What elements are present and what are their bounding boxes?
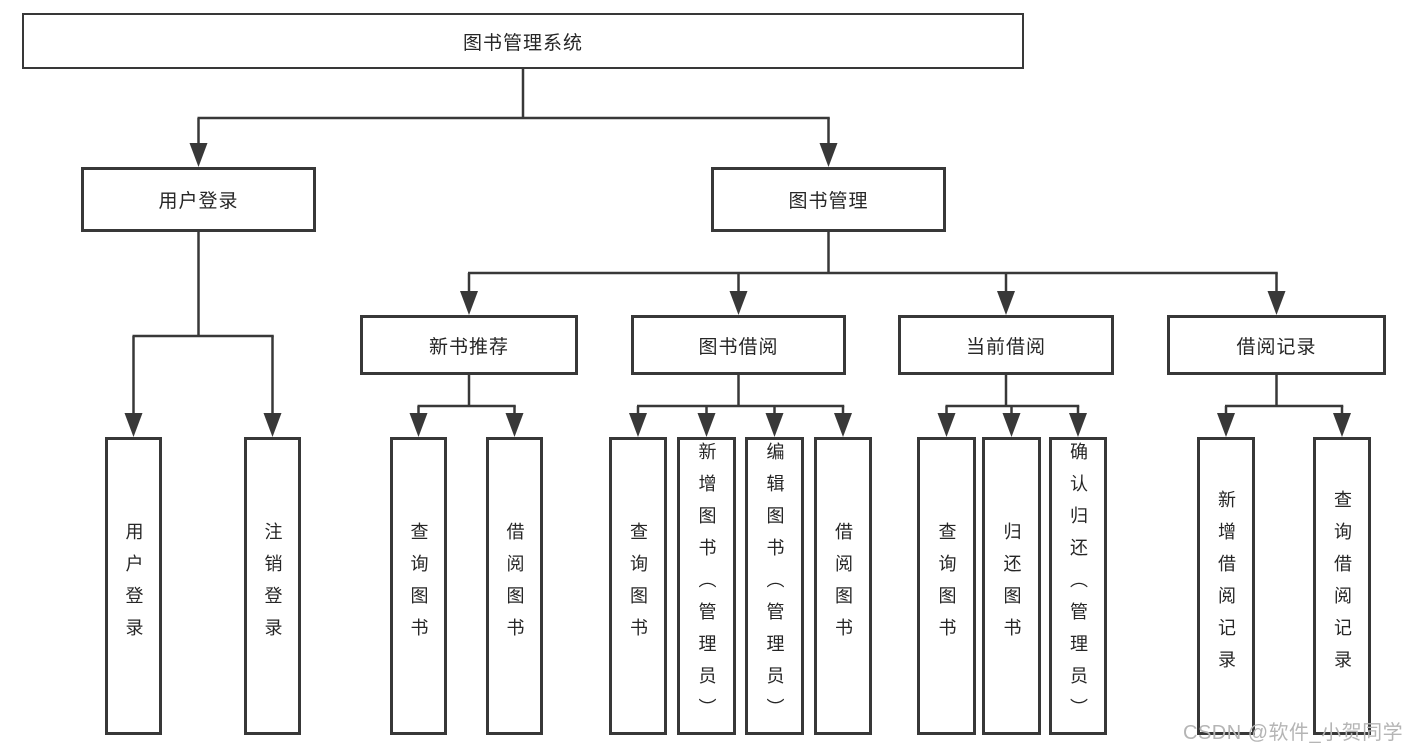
leaf-return-book: 归还图书 [982,437,1041,735]
connector-userlogin-to-leaves [124,232,282,437]
connector-bookmgmt-to-level3 [460,232,1286,315]
node-user-login: 用户登录 [81,167,316,232]
node-label: 当前借阅 [965,336,1046,358]
leaf-borrow-books-recommend: 借阅图书 [486,437,543,735]
node-library-management-system: 图书管理系统 [22,13,1024,69]
node-label: 图书借阅 [698,336,779,358]
leaf-confirm-return-admin: 确认归还（管理员） [1049,437,1107,735]
csdn-watermark: CSDN @软件_小贺同学 [1183,722,1404,744]
node-label: 用户登录 [123,522,144,650]
node-label: 用户登录 [158,191,239,212]
node-label: 查询图书 [936,522,957,650]
leaf-query-books-current: 查询图书 [917,437,976,735]
node-new-book-recommend: 新书推荐 [360,315,578,375]
connector-newbook-to-leaves [409,375,524,437]
node-book-borrowing: 图书借阅 [631,315,846,375]
node-label: 新增借阅记录 [1216,490,1236,682]
leaf-borrow-books-borrowing: 借阅图书 [814,437,872,735]
leaf-add-book-admin: 新增图书（管理员） [677,437,736,735]
leaf-add-borrow-record: 新增借阅记录 [1197,437,1255,735]
node-label: 新书推荐 [428,336,509,358]
leaf-logout: 注销登录 [244,437,301,735]
leaf-query-books-recommend: 查询图书 [390,437,447,735]
node-label: 查询图书 [408,522,429,650]
node-label: 图书管理 [788,191,869,212]
node-label: 图书管理系统 [462,32,583,54]
node-current-borrowing: 当前借阅 [898,315,1114,375]
connector-records-to-leaves [1217,375,1351,437]
connector-currentborrow-to-leaves [937,375,1087,437]
node-label: 编辑图书（管理员） [764,442,785,730]
node-label: 借阅记录 [1236,336,1317,358]
leaf-query-borrow-record: 查询借阅记录 [1313,437,1371,735]
node-label: 借阅图书 [833,522,853,650]
leaf-edit-book-admin: 编辑图书（管理员） [745,437,804,735]
node-label: 新增图书（管理员） [696,442,717,730]
connector-bookborrow-to-leaves [629,375,852,437]
leaf-query-books-borrowing: 查询图书 [609,437,667,735]
node-label: 借阅图书 [504,522,525,650]
leaf-user-login: 用户登录 [105,437,162,735]
connector-root-to-level2 [189,69,838,167]
node-label: 查询借阅记录 [1332,490,1352,682]
node-borrowing-records: 借阅记录 [1167,315,1386,375]
node-book-management: 图书管理 [711,167,946,232]
node-label: 注销登录 [262,522,283,650]
node-label: 查询图书 [628,522,648,650]
node-label: 归还图书 [1001,522,1022,650]
node-label: 确认归还（管理员） [1068,442,1088,730]
